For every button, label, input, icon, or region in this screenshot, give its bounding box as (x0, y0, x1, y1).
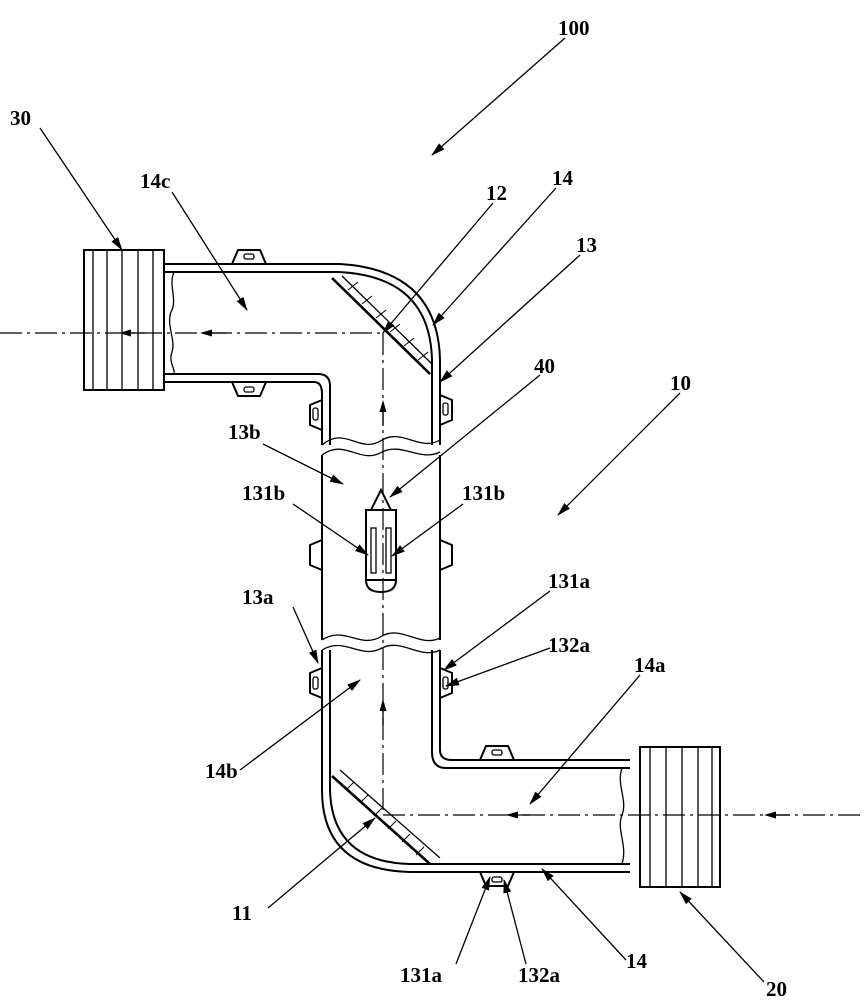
label-14-bottom: 14 (626, 949, 648, 973)
label-10: 10 (670, 371, 691, 395)
label-131b-right: 131b (462, 481, 505, 505)
label-132a-bottom: 132a (518, 963, 561, 987)
part-labels: 100 30 14c 12 14 13 40 10 13b 131b 131b … (10, 16, 787, 1001)
label-13: 13 (576, 233, 597, 257)
label-13b: 13b (228, 420, 261, 444)
label-30: 30 (10, 106, 31, 130)
lower-elbow (309, 644, 630, 887)
label-100: 100 (558, 16, 590, 40)
label-14a: 14a (634, 653, 666, 677)
label-131b-left: 131b (242, 481, 285, 505)
label-132a-right: 132a (548, 633, 591, 657)
flow-arrows (119, 329, 790, 819)
label-131a-bottom: 131a (400, 963, 443, 987)
outlet-port-flange (83, 249, 165, 391)
label-12: 12 (486, 181, 507, 205)
inlet-port-flange (639, 746, 721, 888)
label-20: 20 (766, 977, 787, 1000)
riser-section (309, 435, 453, 642)
label-13a: 13a (242, 585, 274, 609)
label-14c: 14c (140, 169, 170, 193)
leader-lines (39, 37, 765, 983)
label-131a-right: 131a (548, 569, 591, 593)
label-14-upper: 14 (552, 166, 574, 190)
upper-elbow (309, 263, 453, 445)
label-11: 11 (232, 901, 252, 925)
upper-horizontal-pipe (164, 249, 340, 397)
label-14b: 14b (205, 759, 238, 783)
label-40: 40 (534, 354, 555, 378)
